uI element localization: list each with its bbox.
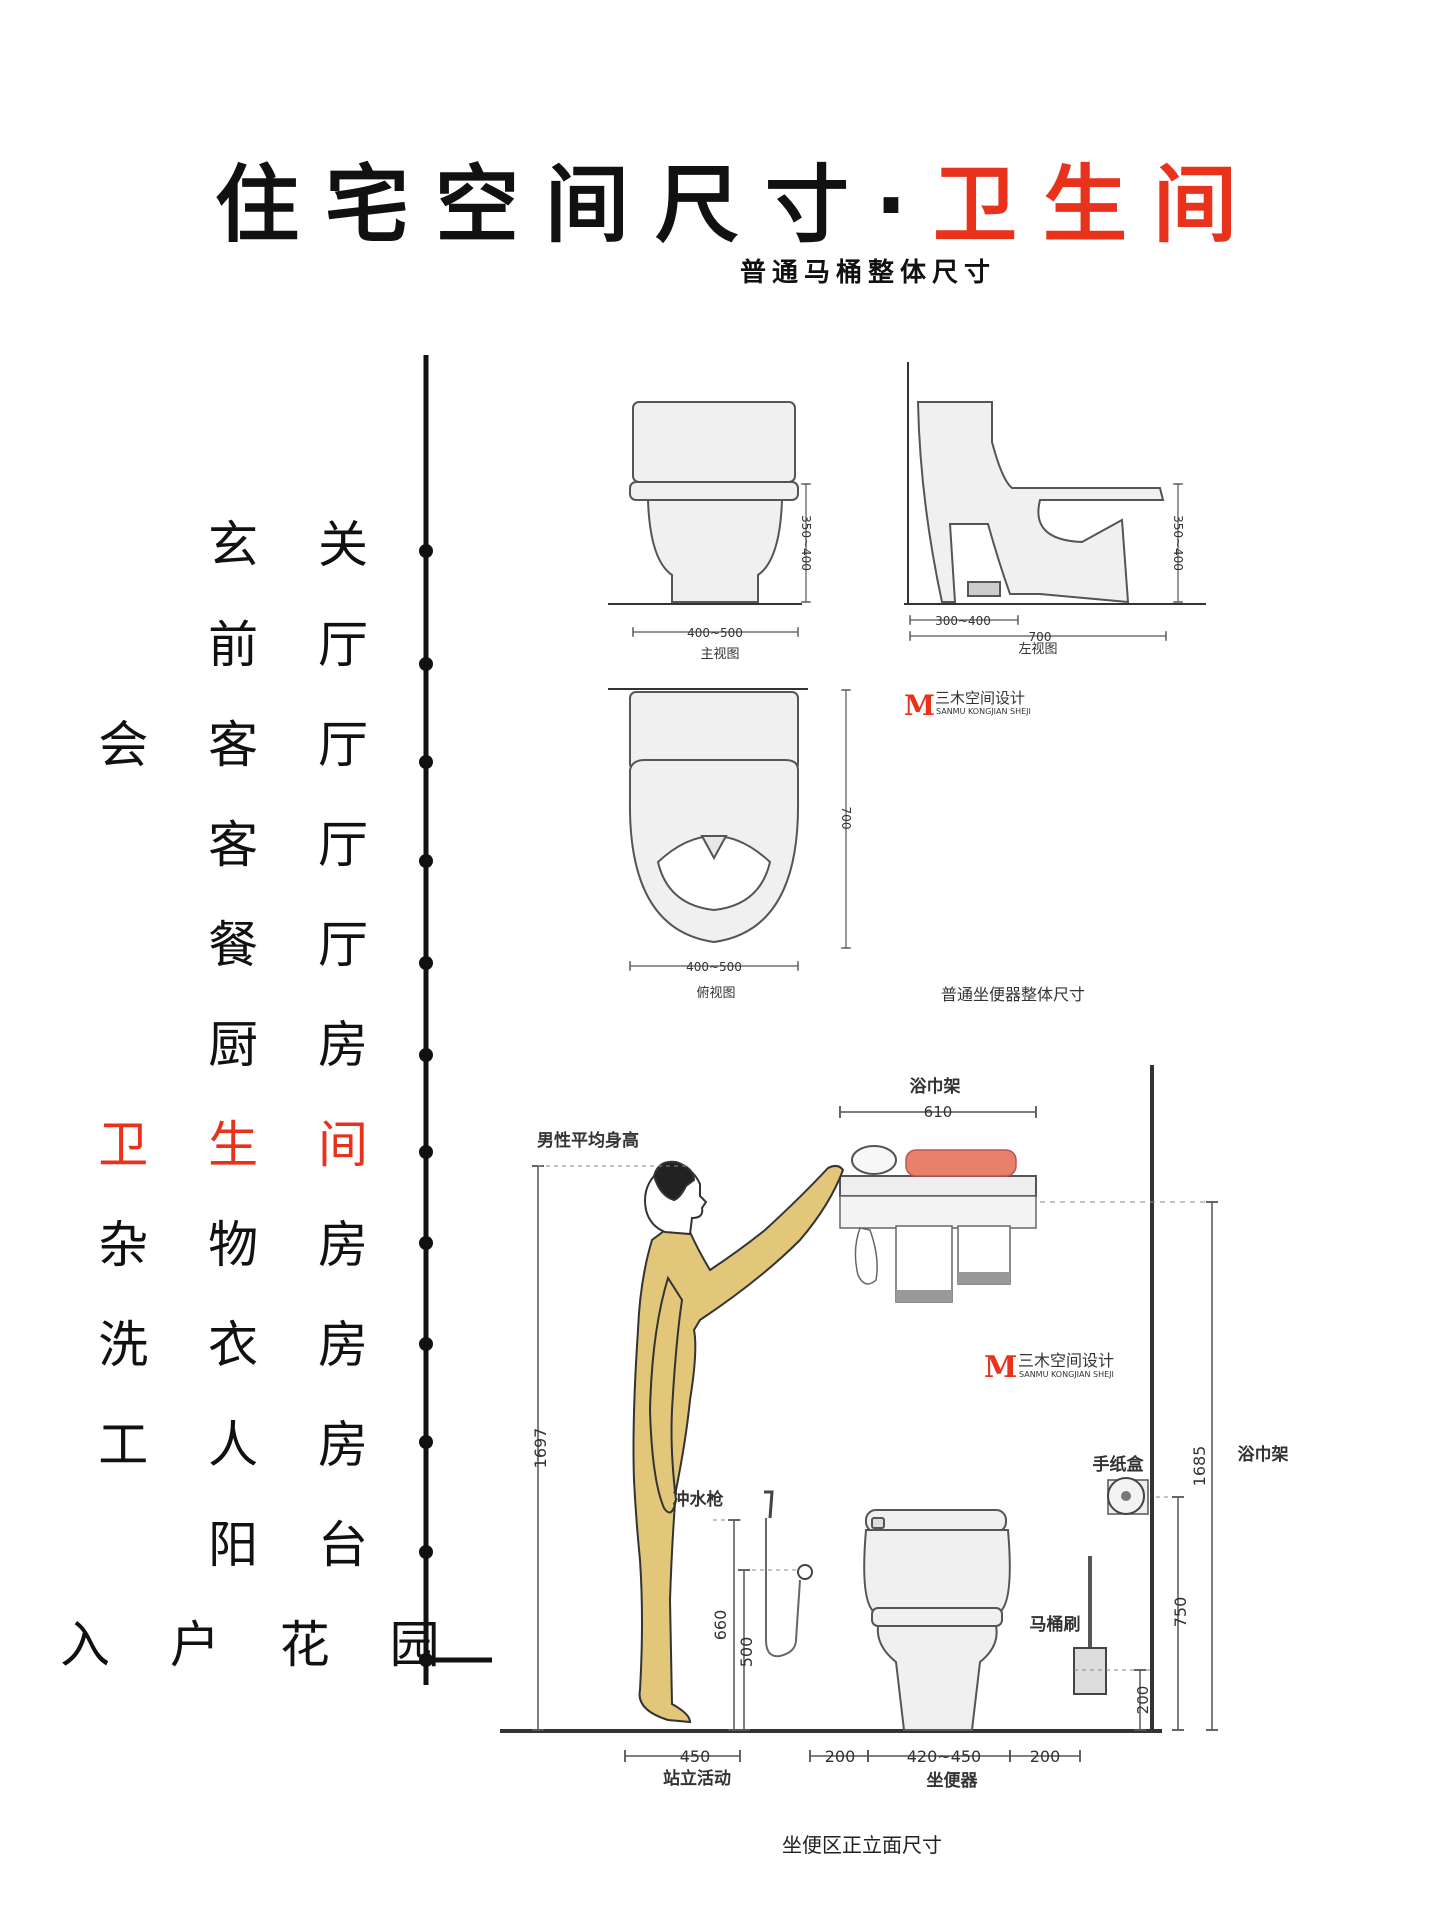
page-title: 住宅空间尺寸·卫生间 bbox=[215, 150, 1237, 260]
toilet-elevation bbox=[863, 1509, 1011, 1731]
brand-logo: M 三木空间设计 SANMU KONGJIAN SHEJI bbox=[904, 689, 1031, 722]
plan-width-label: 400~500 bbox=[686, 960, 742, 974]
front-view-caption: 主视图 bbox=[700, 647, 739, 662]
male-height-value: 1697 bbox=[531, 1428, 550, 1469]
nav-item-xuanguan[interactable]: 玄 关 bbox=[208, 516, 390, 574]
toilet-brush-height-label: 200 bbox=[1134, 1686, 1152, 1715]
title-accent: 卫生间 bbox=[932, 156, 1263, 254]
towel-rack-width-label: 610 bbox=[924, 1103, 953, 1121]
timeline-dots bbox=[419, 544, 433, 1667]
front-width-dim: 400~500 bbox=[632, 626, 799, 640]
side-dims: 300~400 700 350~400 bbox=[909, 483, 1185, 644]
paper-box-label: 手纸盒 bbox=[1093, 1454, 1145, 1475]
standing-width-label: 450 bbox=[680, 1747, 711, 1766]
nav-item-canting[interactable]: 餐 厅 bbox=[208, 916, 390, 974]
spray-gun: 冲水枪 660 500 bbox=[673, 1489, 813, 1731]
svg-text:M: M bbox=[984, 1350, 1017, 1385]
towel-rack-height-dim: 1685 浴巾架 bbox=[1040, 1201, 1289, 1731]
front-height-label: 350~400 bbox=[799, 515, 813, 571]
side-depth-label: 300~400 bbox=[935, 614, 991, 628]
elevation-structure bbox=[500, 1065, 1162, 1733]
title-separator: · bbox=[875, 156, 933, 254]
standing-label: 站立活动 bbox=[663, 1768, 731, 1789]
toilet-front-view bbox=[608, 401, 802, 605]
towel-rack-title: 浴巾架 bbox=[910, 1076, 961, 1097]
toilet-plan-view bbox=[608, 688, 808, 944]
toilet-brush-label: 马桶刷 bbox=[1030, 1614, 1081, 1635]
nav-item-keting[interactable]: 客 厅 bbox=[208, 816, 390, 874]
toilet-width-label: 420~450 bbox=[907, 1747, 981, 1766]
side-length-label: 700 bbox=[1029, 630, 1052, 644]
side-height-label: 350~400 bbox=[1171, 515, 1185, 571]
front-height-dim: 350~400 bbox=[799, 483, 813, 603]
plan-view-caption: 俯视图 bbox=[696, 985, 735, 1001]
nav-item-qianting[interactable]: 前 厅 bbox=[208, 616, 390, 674]
bottom-dims: 450 站立活动 200 420~450 坐便器 200 bbox=[624, 1747, 1081, 1791]
male-height-dim: 男性平均身高 1697 bbox=[531, 1130, 690, 1731]
top-section-caption: 普通坐便器整体尺寸 bbox=[941, 985, 1085, 1004]
paper-box: 手纸盒 750 bbox=[1093, 1454, 1190, 1731]
front-width-label: 400~500 bbox=[687, 626, 743, 640]
toilet-brush: 马桶刷 200 bbox=[1030, 1556, 1152, 1731]
nav-item-chufang[interactable]: 厨 房 bbox=[208, 1016, 390, 1074]
title-part1: 住宅空间尺寸 bbox=[215, 156, 876, 254]
nav-item-weishengjian[interactable]: 卫 生 间 bbox=[98, 1116, 390, 1174]
brand-sub: SANMU KONGJIAN SHEJI bbox=[936, 707, 1031, 716]
side-view-caption: 左视图 bbox=[1018, 642, 1057, 657]
gap-right-label: 200 bbox=[1030, 1747, 1061, 1766]
brand-sub-2: SANMU KONGJIAN SHEJI bbox=[1019, 1370, 1114, 1379]
nav-item-gongrenfang[interactable]: 工 人 房 bbox=[98, 1416, 390, 1474]
towel-rack-side-label: 浴巾架 bbox=[1238, 1444, 1289, 1465]
towel-rack-height-label: 1685 bbox=[1190, 1446, 1209, 1487]
plan-dims: 400~500 700 bbox=[629, 689, 853, 974]
nav-item-huyuhuayuan[interactable]: 入 户 花 园 bbox=[60, 1616, 462, 1674]
toilet-label: 坐便器 bbox=[927, 1770, 979, 1791]
gap-left-label: 200 bbox=[825, 1747, 856, 1766]
male-figure bbox=[632, 1160, 845, 1724]
brand-name: 三木空间设计 bbox=[935, 689, 1025, 707]
spray-gun-label: 冲水枪 bbox=[673, 1489, 724, 1510]
brand-name-2: 三木空间设计 bbox=[1018, 1351, 1114, 1370]
page-subtitle: 普通马桶整体尺寸 bbox=[740, 258, 997, 288]
towel-rack-width-dim: 浴巾架 610 bbox=[839, 1076, 1037, 1121]
nav-item-xiyifang[interactable]: 洗 衣 房 bbox=[98, 1316, 390, 1374]
brand-logo-2: M 三木空间设计 SANMU KONGJIAN SHEJI bbox=[984, 1350, 1114, 1385]
nav-item-zawufang[interactable]: 杂 物 房 bbox=[98, 1216, 390, 1274]
toilet-side-view bbox=[904, 362, 1206, 605]
spray-gun-dim-1: 660 bbox=[711, 1610, 730, 1641]
svg-text:M: M bbox=[904, 689, 935, 722]
male-height-label: 男性平均身高 bbox=[537, 1130, 639, 1151]
nav-timeline bbox=[419, 355, 492, 1685]
spray-gun-dim-2: 500 bbox=[737, 1637, 756, 1668]
plan-length-label: 700 bbox=[839, 807, 853, 830]
nav-item-yangtai[interactable]: 阳 台 bbox=[208, 1516, 390, 1574]
towel-rack bbox=[839, 1145, 1037, 1303]
elevation-caption: 坐便区正立面尺寸 bbox=[782, 1833, 942, 1857]
nav-item-huiketing[interactable]: 会 客 厅 bbox=[98, 716, 390, 774]
paper-box-height-label: 750 bbox=[1171, 1597, 1190, 1628]
